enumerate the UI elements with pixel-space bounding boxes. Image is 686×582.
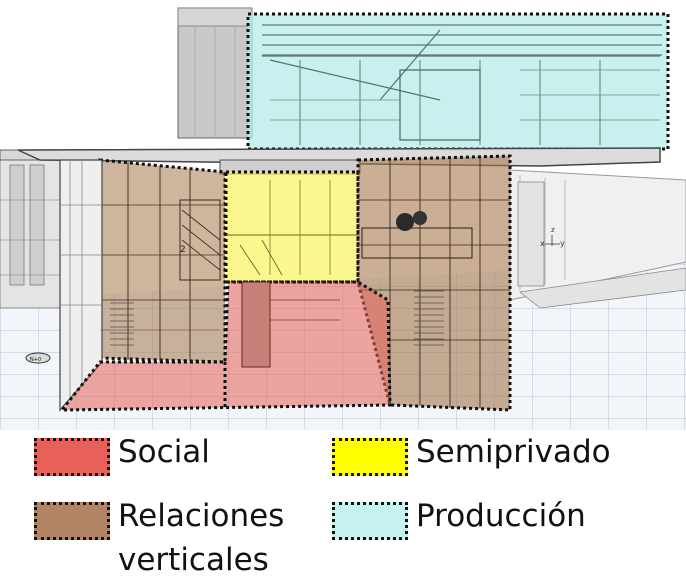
legend-item-produccion: Producción bbox=[332, 494, 586, 540]
legend-swatch-relaciones bbox=[34, 502, 110, 540]
legend: Social Semiprivado Relaciones verticales… bbox=[0, 430, 686, 582]
ground-stamp: N+0 bbox=[25, 352, 51, 364]
axis-y-label: y bbox=[560, 239, 565, 248]
level-label: 2 bbox=[180, 245, 186, 255]
axis-x-label: x bbox=[540, 239, 545, 248]
zone-produccion bbox=[246, 12, 670, 151]
zone-relaciones-right bbox=[356, 154, 512, 412]
stamp-label: N+0 bbox=[30, 357, 41, 363]
legend-item-semiprivado: Semiprivado bbox=[332, 430, 611, 476]
axis-gizmo-icon bbox=[545, 235, 560, 246]
zone-relaciones-left: 2 bbox=[98, 158, 227, 364]
legend-label-semiprivado: Semiprivado bbox=[416, 434, 611, 470]
legend-label-produccion: Producción bbox=[416, 498, 586, 534]
legend-item-social: Social bbox=[34, 430, 210, 476]
axis-z-label: z bbox=[551, 226, 555, 234]
legend-swatch-semiprivado bbox=[332, 438, 408, 476]
upper-massing bbox=[177, 7, 253, 139]
legend-item-relaciones: Relaciones verticales bbox=[34, 494, 284, 582]
legend-label-social: Social bbox=[118, 434, 210, 470]
right-building: x y z bbox=[509, 169, 686, 309]
zone-social bbox=[58, 280, 392, 412]
legend-swatch-produccion bbox=[332, 502, 408, 540]
legend-label-relaciones: Relaciones verticales bbox=[118, 498, 285, 578]
zone-semiprivado bbox=[224, 170, 360, 284]
building-section-render: x y z 2 bbox=[0, 7, 686, 430]
legend-swatch-social bbox=[34, 438, 110, 476]
